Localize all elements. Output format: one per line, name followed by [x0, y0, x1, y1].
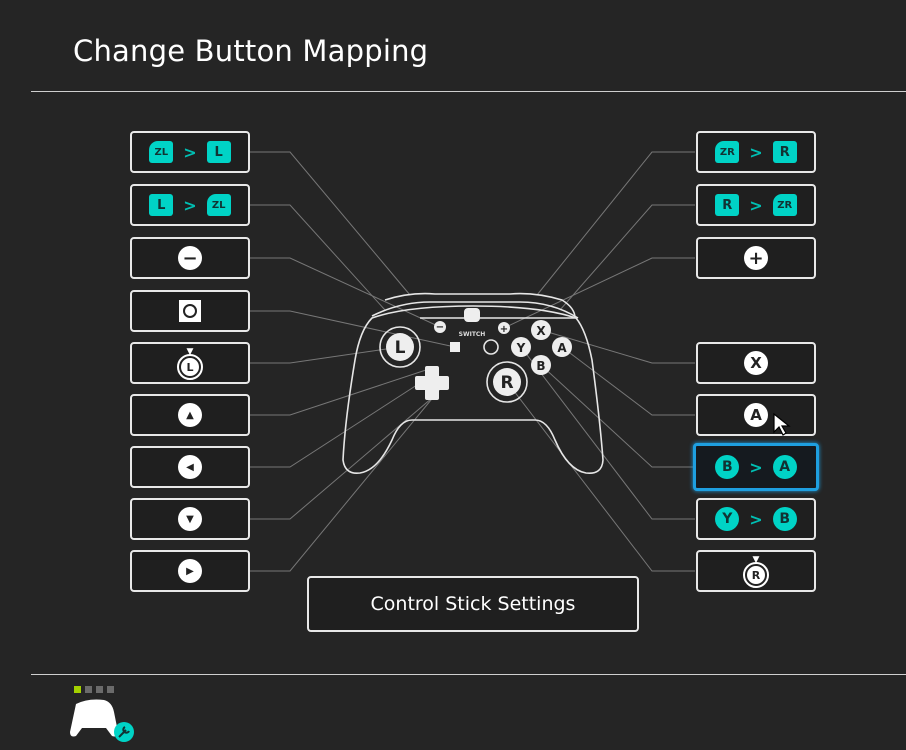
mapping-left-3[interactable] — [130, 290, 250, 332]
mapping-left-0[interactable]: ZL > L — [130, 131, 250, 173]
player-indicator — [74, 686, 114, 693]
svg-text:−: − — [436, 322, 444, 333]
connector-line — [250, 204, 386, 311]
mapping-left-6[interactable]: ◀ — [130, 446, 250, 488]
mouse-cursor — [773, 412, 791, 436]
button-zl-icon: ZL — [206, 194, 231, 216]
mapping-right-7[interactable]: ▼R — [696, 550, 816, 592]
left-stick-press-icon: ▼L — [177, 348, 203, 380]
mapping-left-7[interactable]: ▼ — [130, 498, 250, 540]
svg-text:L: L — [395, 338, 406, 358]
control-stick-settings-button[interactable]: Control Stick Settings — [307, 576, 639, 632]
button-l-icon: L — [206, 141, 231, 163]
pro-controller-illustration — [342, 292, 604, 475]
connector-line — [561, 346, 695, 416]
mapping-left-1[interactable]: L > ZL — [130, 184, 250, 226]
button-zr-icon: ZR — [715, 141, 740, 163]
button-l-icon: L — [149, 194, 174, 216]
connector-line — [250, 397, 433, 520]
button-a-icon: A — [772, 455, 797, 479]
header-divider — [31, 91, 906, 92]
connector-line — [540, 364, 695, 468]
connector-line — [250, 382, 446, 572]
connector-line — [250, 151, 411, 296]
minus-icon: − — [178, 246, 202, 270]
connector-line — [506, 381, 695, 572]
mapping-right-4[interactable]: A — [696, 394, 816, 436]
mapping-right-6[interactable]: Y > B — [696, 498, 816, 540]
button-x-icon: X — [744, 351, 768, 375]
mapping-left-5[interactable]: ▲ — [130, 394, 250, 436]
remap-arrow: > — [183, 195, 197, 215]
connector-line — [536, 151, 695, 296]
dpad-down-icon: ▼ — [178, 507, 202, 531]
dpad-right-icon: ▶ — [178, 559, 202, 583]
capture-icon — [179, 300, 201, 322]
svg-text:+: + — [500, 324, 508, 335]
button-a-icon: A — [744, 403, 768, 427]
mapping-right-5[interactable]: B > A — [693, 443, 819, 491]
button-b-icon: B — [715, 455, 740, 479]
button-r-icon: R — [772, 141, 797, 163]
remap-arrow: > — [749, 509, 763, 529]
dpad-up-icon: ▲ — [178, 403, 202, 427]
mapping-left-2[interactable]: − — [130, 237, 250, 279]
svg-text:X: X — [536, 324, 546, 338]
svg-text:A: A — [557, 341, 567, 355]
controller-settings-icon — [70, 699, 134, 742]
connector-line — [540, 329, 695, 364]
connector-line — [250, 346, 401, 364]
connector-line — [250, 382, 421, 468]
connector-line — [503, 257, 695, 329]
button-b-icon: B — [772, 507, 797, 531]
remap-arrow: > — [183, 142, 197, 162]
svg-text:B: B — [536, 359, 545, 373]
right-stick-press-icon: ▼R — [743, 556, 769, 588]
button-zl-icon: ZL — [149, 141, 174, 163]
button-zr-icon: ZR — [772, 194, 797, 216]
button-y-icon: Y — [715, 507, 740, 531]
footer-divider — [31, 674, 906, 675]
dpad-left-icon: ◀ — [178, 455, 202, 479]
left-stick — [386, 333, 414, 361]
remap-arrow: > — [749, 195, 763, 215]
remap-arrow: > — [749, 457, 763, 477]
mapping-right-0[interactable]: ZR > R — [696, 131, 816, 173]
connector-line — [250, 257, 441, 328]
connector-line — [559, 204, 695, 311]
right-stick — [493, 368, 521, 396]
svg-text:R: R — [500, 373, 513, 393]
page-title: Change Button Mapping — [73, 34, 429, 68]
connector-line — [250, 367, 433, 416]
remap-arrow: > — [749, 142, 763, 162]
switch-logo: SWITCH — [459, 331, 486, 338]
button-r-icon: R — [715, 194, 740, 216]
mapping-left-8[interactable]: ▶ — [130, 550, 250, 592]
connector-line — [250, 310, 456, 348]
plus-icon: + — [744, 246, 768, 270]
svg-text:Y: Y — [516, 341, 526, 355]
connector-line — [520, 346, 695, 520]
mapping-right-3[interactable]: X — [696, 342, 816, 384]
mapping-left-4[interactable]: ▼L — [130, 342, 250, 384]
mapping-right-1[interactable]: R > ZR — [696, 184, 816, 226]
mapping-right-2[interactable]: + — [696, 237, 816, 279]
